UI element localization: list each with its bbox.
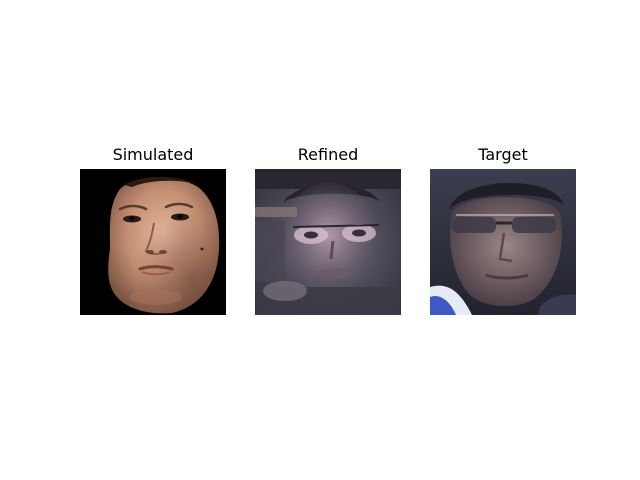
refined-face-image [255, 169, 401, 315]
panel-refined: Refined [255, 143, 401, 315]
target-face-image [430, 169, 576, 315]
panel-title: Refined [297, 145, 359, 164]
panel-simulated: Simulated [80, 143, 226, 315]
panel-title: Simulated [112, 145, 194, 164]
panel-target: Target [430, 143, 576, 315]
panel-title: Target [478, 145, 528, 164]
simulated-face-image [80, 169, 226, 315]
